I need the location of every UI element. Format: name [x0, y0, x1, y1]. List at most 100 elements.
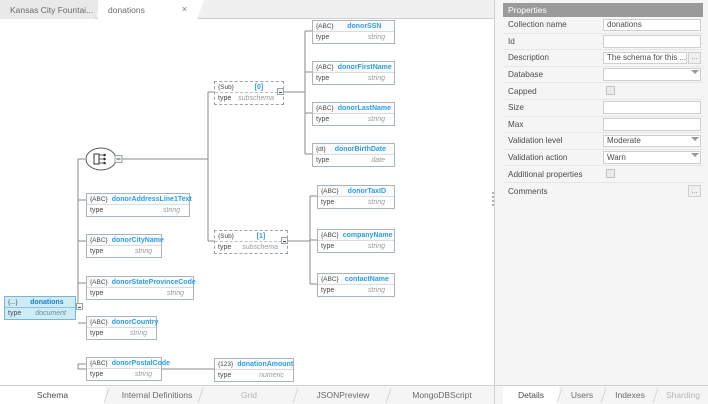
capped-checkbox[interactable]: [606, 85, 615, 95]
node-attr-key: type: [90, 290, 104, 297]
node-name: donationAmount: [237, 360, 294, 368]
schema-diagram-canvas[interactable]: {...} donations type document: [0, 19, 494, 385]
tab-label: Schema: [36, 390, 69, 400]
property-row-validation-action: Validation action Warn: [503, 149, 703, 167]
node-attribute-row: type string: [87, 288, 193, 299]
chevron-down-icon[interactable]: [691, 136, 699, 141]
node-header: {ABC} contactName: [318, 274, 394, 285]
node-attr-value: date: [371, 157, 385, 164]
node-name: donorCityName: [111, 236, 164, 244]
node-attribute-row: type string: [313, 73, 394, 84]
node-field-donorAddressLine1Text[interactable]: {ABC} donorAddressLine1Text type string: [86, 193, 192, 217]
node-attr-key: type: [316, 116, 330, 123]
property-row-additional-properties: Additional properties: [503, 166, 703, 183]
node-field-donationAmount[interactable]: {123} donationAmount type numeric: [214, 358, 294, 382]
node-type-tag: {ABC}: [321, 275, 339, 283]
property-label: Capped: [508, 86, 537, 96]
tab-label: JSONPreview: [316, 390, 370, 400]
node-field-donorSSN[interactable]: {ABC} donorSSN type string: [312, 20, 395, 44]
node-name: donations: [30, 298, 64, 306]
node-attr-key: type: [218, 372, 232, 379]
tab-grid[interactable]: Grid: [202, 386, 296, 404]
tab-jsonpreview[interactable]: JSONPreview: [297, 386, 389, 404]
node-field-donorTaxID[interactable]: {ABC} donorTaxID type string: [317, 185, 395, 209]
chevron-down-icon[interactable]: [691, 153, 699, 158]
tab-indexes[interactable]: Indexes: [605, 386, 655, 404]
node-header: {ABC} donorStateProvinceCode: [87, 277, 196, 288]
node-name: donorLastName: [337, 104, 392, 112]
validation-action-select[interactable]: Warn: [603, 151, 701, 164]
description-input[interactable]: The schema for this ...: [603, 51, 687, 65]
node-name: donorBirthDate: [334, 145, 387, 153]
id-input[interactable]: [603, 35, 701, 48]
max-input[interactable]: [603, 118, 701, 131]
node-attr-value: string: [367, 199, 385, 206]
database-select[interactable]: [603, 68, 701, 81]
choice-node-anyof[interactable]: [84, 145, 124, 173]
tab-users[interactable]: Users: [561, 386, 603, 404]
tab-label: MongoDBScript: [412, 390, 472, 400]
property-label: Database: [508, 70, 544, 80]
property-row-validation-level: Validation level Moderate: [503, 133, 703, 150]
node-attribute-row: type string: [87, 369, 161, 380]
node-subschema-0[interactable]: {Sub} [0] type subschema: [214, 81, 284, 105]
additional-properties-checkbox[interactable]: [606, 168, 615, 178]
node-type-tag: {...}: [8, 298, 18, 306]
node-attr-value: string: [367, 287, 385, 294]
node-attr-value: string: [166, 290, 184, 297]
node-name: donorSSN: [347, 22, 382, 30]
tab-mongodbscript[interactable]: MongoDBScript: [390, 386, 494, 404]
node-attr-value: string: [134, 248, 152, 255]
document-tab-kansas-city-fountain[interactable]: Kansas City Fountai...: [0, 0, 102, 19]
node-field-contactName[interactable]: {ABC} contactName type string: [317, 273, 395, 297]
node-attr-value: string: [134, 371, 152, 378]
node-attr-value: document: [35, 310, 66, 317]
pane-splitter-handle[interactable]: [491, 192, 495, 210]
description-ellipsis-button[interactable]: ...: [688, 51, 701, 65]
node-attribute-row: type string: [87, 328, 156, 339]
properties-pane: Properties Collection name donations Id …: [491, 0, 708, 404]
node-header: {Sub} [0]: [215, 82, 283, 93]
size-input[interactable]: [603, 101, 701, 114]
property-value-cell: [601, 99, 703, 116]
property-row-id: Id: [503, 33, 703, 51]
property-value-cell: The schema for this ... ...: [601, 50, 703, 67]
tab-label: Sharding: [665, 390, 701, 400]
node-attr-value: string: [367, 243, 385, 250]
node-field-donorCityName[interactable]: {ABC} donorCityName type string: [86, 234, 164, 258]
node-field-donorCountry[interactable]: {ABC} donorCountry type string: [86, 316, 158, 340]
node-field-donorFirstName[interactable]: {ABC} donorFirstName type string: [312, 61, 395, 85]
validation-level-select[interactable]: Moderate: [603, 134, 701, 148]
chevron-down-icon[interactable]: [691, 70, 699, 75]
property-value-cell: [601, 83, 703, 100]
node-subschema-1[interactable]: {Sub} [1] type subschema: [214, 230, 288, 254]
tab-label: Internal Definitions: [121, 390, 193, 400]
collection-name-input[interactable]: donations: [603, 18, 701, 31]
tab-schema[interactable]: Schema: [0, 386, 105, 404]
tab-internal-definitions[interactable]: Internal Definitions: [108, 386, 206, 404]
document-tab-donations[interactable]: donations ×: [98, 0, 204, 19]
node-attribute-row: type document: [5, 308, 75, 319]
property-value-cell: [601, 116, 703, 133]
node-donations-root[interactable]: {...} donations type document: [4, 296, 76, 320]
node-attr-value: string: [162, 207, 180, 214]
node-field-donorLastName[interactable]: {ABC} donorLastName type string: [312, 102, 395, 126]
node-field-donorPostalCode[interactable]: {ABC} donorPostalCode type string: [86, 357, 170, 381]
comments-input[interactable]: [603, 184, 687, 198]
tab-sharding[interactable]: Sharding: [657, 386, 708, 404]
collapse-handle-subschema-1[interactable]: [281, 237, 288, 244]
collapse-handle-donations[interactable]: [76, 303, 83, 310]
node-attr-key: type: [90, 330, 104, 337]
node-field-donorStateProvinceCode[interactable]: {ABC} donorStateProvinceCode type string: [86, 276, 196, 300]
node-header: {...} donations: [5, 297, 75, 308]
node-name: donorTaxID: [347, 187, 387, 195]
node-field-companyName[interactable]: {ABC} companyName type string: [317, 229, 395, 253]
close-icon[interactable]: ×: [181, 4, 188, 14]
node-field-donorBirthDate[interactable]: {dt} donorBirthDate type date: [312, 143, 395, 167]
properties-title: Properties: [508, 5, 547, 15]
comments-ellipsis-button[interactable]: ...: [688, 184, 701, 198]
collapse-handle-subschema-0[interactable]: [277, 88, 284, 95]
node-name: donorStateProvinceCode: [111, 278, 196, 286]
tab-details[interactable]: Details: [503, 386, 559, 404]
